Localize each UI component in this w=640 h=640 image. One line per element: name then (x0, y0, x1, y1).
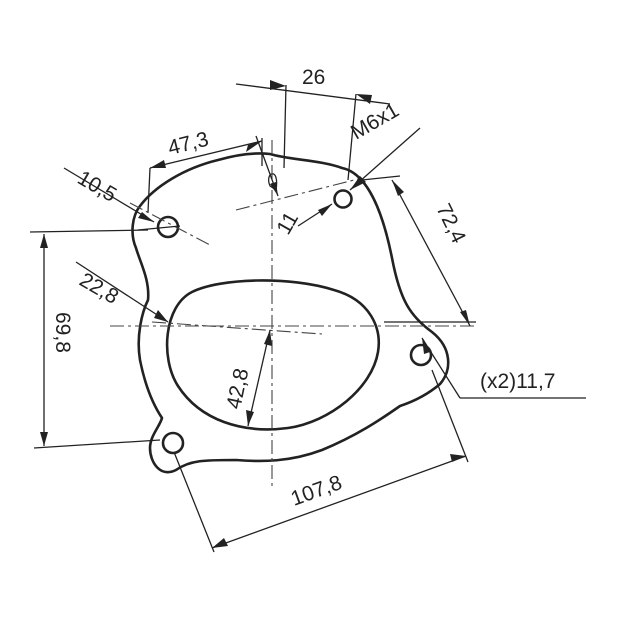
center-opening (165, 279, 381, 431)
dim-10-5-label: 10,5 (74, 166, 121, 206)
dim-72-4 (361, 175, 476, 327)
dim-69-8 (29, 229, 161, 449)
flange-outline (131, 152, 450, 474)
bolt-hole-bottom-left (161, 431, 185, 455)
dim-11-7 (421, 337, 586, 399)
dim-26-label: 26 (302, 66, 325, 89)
dim-107-8-label: 107,8 (288, 471, 345, 511)
dim-11-label: 11 (272, 208, 303, 238)
dim-22-8 (75, 261, 169, 323)
dim-69-8-label: 69,8 (51, 312, 74, 353)
threaded-hole-top-right (333, 189, 353, 209)
bolt-hole-top-left (156, 215, 180, 239)
dim-47-3 (147, 138, 263, 213)
radius-centerline (151, 321, 323, 335)
bolt-hole-right (409, 343, 433, 367)
dim-42-8 (246, 329, 272, 427)
dim-11-7-label: (x2)11,7 (480, 370, 555, 393)
hole-centerline-left (129, 202, 213, 247)
dim-42-8-label: 42,8 (222, 366, 253, 411)
dim-107-8 (173, 369, 469, 553)
dim-10-5 (63, 167, 181, 231)
dim-22-8-label: 22,8 (76, 268, 123, 308)
dim-26 (235, 80, 391, 181)
hole-centerline-right (235, 177, 363, 211)
dim-72-4-label: 72,4 (432, 200, 471, 247)
dim-11 (255, 135, 333, 227)
